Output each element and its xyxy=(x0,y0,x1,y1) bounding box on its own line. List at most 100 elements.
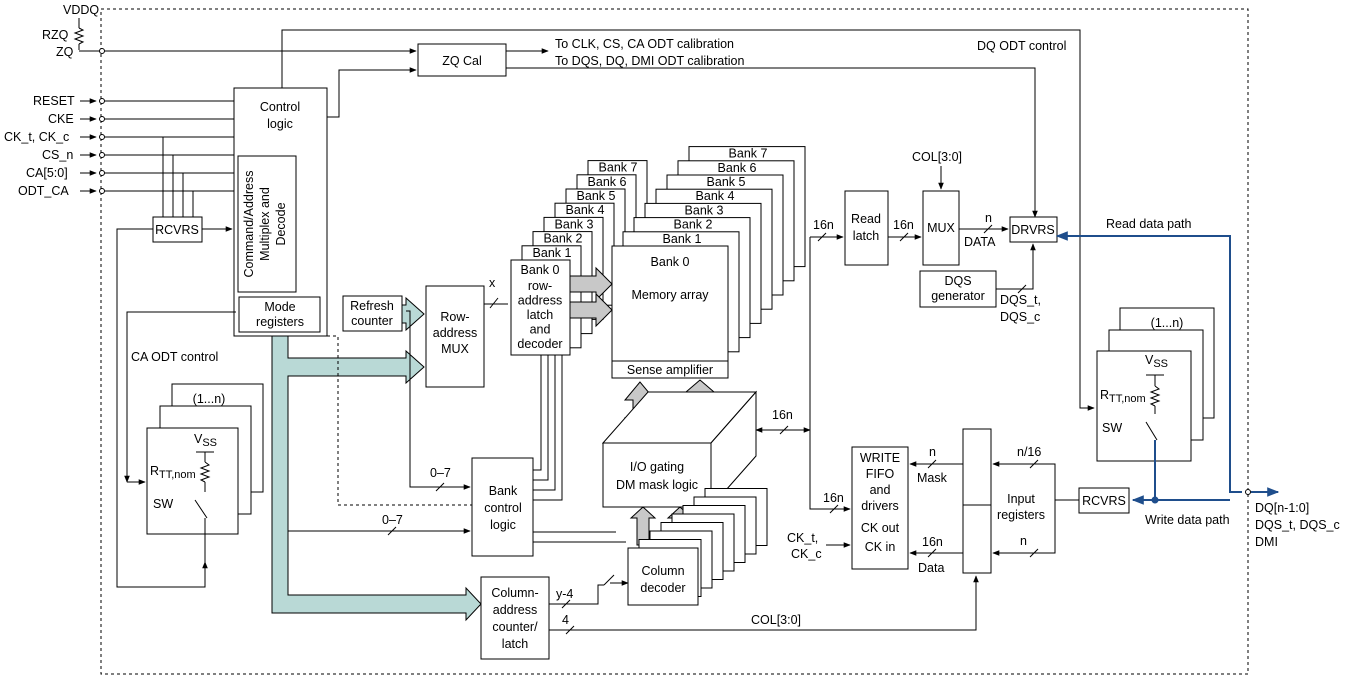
svg-text:Memory array: Memory array xyxy=(631,288,709,302)
bank-select-width-b: 0–7 xyxy=(382,513,403,527)
svg-text:ZQ: ZQ xyxy=(56,45,74,59)
svg-text:WRITE: WRITE xyxy=(860,451,900,465)
bank-select-width-a: 0–7 xyxy=(430,466,451,480)
svg-text:RCVRS: RCVRS xyxy=(155,223,199,237)
bank-control-logic-block: Bank control logic xyxy=(471,457,534,557)
row-bus-width-x: x xyxy=(489,276,496,290)
svg-text:DQ[n-1:0]: DQ[n-1:0] xyxy=(1255,501,1309,515)
command-address-decode-block: Command/Address Multiplex and Decode xyxy=(237,155,297,293)
svg-text:address: address xyxy=(433,326,477,340)
svg-text:VSS: VSS xyxy=(1145,353,1168,370)
input-width-n-over-16: n/16 xyxy=(1017,445,1041,459)
svg-text:SW: SW xyxy=(153,497,173,511)
memory-bank-label: Bank 5 xyxy=(707,175,746,189)
memory-bank-label: Bank 6 xyxy=(718,161,757,175)
svg-text:counter/: counter/ xyxy=(492,620,538,634)
svg-text:latch: latch xyxy=(527,308,553,322)
svg-text:CK_t, CK_c: CK_t, CK_c xyxy=(4,130,69,144)
svg-text:and: and xyxy=(870,483,891,497)
svg-text:latch: latch xyxy=(853,229,879,243)
dqs-generator-block: DQS generator xyxy=(919,270,997,308)
svg-text:Command/Address: Command/Address xyxy=(242,171,256,278)
svg-text:Refresh: Refresh xyxy=(350,299,394,313)
input-width-n: n xyxy=(1020,534,1027,548)
latch-to-array-arrows xyxy=(569,266,613,328)
col-bus-label-top: COL[3:0] xyxy=(912,150,962,164)
dqs-output-label-2: DQS_c xyxy=(1000,310,1040,324)
row-address-mux-block: Row- address MUX xyxy=(425,285,485,388)
data-lower-label: Data xyxy=(918,561,944,575)
mux-bus-width: 16n xyxy=(893,218,914,232)
pin-reset: RESET xyxy=(33,94,234,108)
bank-latch-label: Bank 4 xyxy=(566,203,605,217)
pin-odt-ca: ODT_CA xyxy=(18,184,234,198)
svg-text:SW: SW xyxy=(1102,421,1122,435)
svg-text:Multiplex and: Multiplex and xyxy=(258,187,272,261)
odt-calibration-dqs-label: To DQS, DQ, DMI ODT calibration xyxy=(555,54,744,68)
pin-zq: ZQ xyxy=(56,45,417,59)
ca-odt-stack: (1...n) VSS RTT,nom SW xyxy=(127,383,264,562)
svg-text:MUX: MUX xyxy=(927,221,955,235)
bank-latch-label: Bank 5 xyxy=(577,189,616,203)
fifo-bus-width: 16n xyxy=(823,491,844,505)
column-bus-width-y4: y-4 xyxy=(556,587,573,601)
memory-bank-label: Bank 2 xyxy=(674,218,713,232)
pin-cs: CS_n xyxy=(42,148,234,162)
svg-text:RTT,nom: RTT,nom xyxy=(1100,388,1146,405)
input-registers-block: Input registers xyxy=(962,428,1045,574)
col-bus-label-bottom: COL[3:0] xyxy=(751,613,801,627)
data-width-16n: 16n xyxy=(922,535,943,549)
svg-text:DRVRS: DRVRS xyxy=(1011,223,1055,237)
mask-width-n: n xyxy=(929,445,936,459)
svg-text:control: control xyxy=(484,501,522,515)
pin-dq: DQ[n-1:0] DQS_t, DQS_c DMI xyxy=(1245,487,1340,549)
svg-text:DQS_t, DQS_c: DQS_t, DQS_c xyxy=(1255,518,1340,532)
svg-text:drivers: drivers xyxy=(861,499,899,513)
svg-text:RCVRS: RCVRS xyxy=(1082,494,1126,508)
memory-bank-label: Bank 7 xyxy=(729,147,768,161)
write-data-path-label: Write data path xyxy=(1145,513,1230,527)
svg-text:MUX: MUX xyxy=(441,342,469,356)
svg-text:Read: Read xyxy=(851,212,881,226)
svg-text:DQS: DQS xyxy=(944,274,971,288)
svg-text:CA[5:0]: CA[5:0] xyxy=(26,166,68,180)
read-data-path-label: Read data path xyxy=(1106,217,1192,231)
svg-text:address: address xyxy=(518,294,562,308)
svg-text:Control: Control xyxy=(260,100,300,114)
svg-text:Column-: Column- xyxy=(491,586,538,600)
rcvrs-right-block: RCVRS xyxy=(1078,487,1130,514)
column-bus-width-4: 4 xyxy=(562,613,569,627)
read-latch-bus-width: 16n xyxy=(813,218,834,232)
svg-text:I/O gating: I/O gating xyxy=(630,460,684,474)
memory-bank-label: Bank 1 xyxy=(663,232,702,246)
zq-cal-block: ZQ Cal xyxy=(417,43,507,77)
svg-text:FIFO: FIFO xyxy=(866,467,895,481)
refresh-counter-block: Refresh counter xyxy=(342,295,403,332)
bank-latch-label: Bank 6 xyxy=(588,175,627,189)
svg-text:Bank 0: Bank 0 xyxy=(651,255,690,269)
svg-text:DMI: DMI xyxy=(1255,535,1278,549)
dq-odt-stack: (1...n) VSS RTT,nom SW xyxy=(1096,307,1215,504)
svg-text:Mode: Mode xyxy=(264,300,295,314)
bank-control-outputs xyxy=(533,355,626,543)
write-fifo-block: WRITE FIFO and drivers CK out CK in xyxy=(851,446,909,570)
pin-ck: CK_t, CK_c xyxy=(4,130,234,144)
svg-text:Bank: Bank xyxy=(489,484,518,498)
read-latch-block: Read latch xyxy=(844,190,889,266)
ca-odt-control-label: CA ODT control xyxy=(131,350,218,364)
svg-text:CKE: CKE xyxy=(48,112,74,126)
svg-text:row-: row- xyxy=(528,279,552,293)
svg-text:Decode: Decode xyxy=(274,202,288,245)
bank-latch-label: Bank 7 xyxy=(599,161,638,175)
data-label: DATA xyxy=(964,235,996,249)
memory-bank-label: Bank 4 xyxy=(696,189,735,203)
dq-odt-control-label: DQ ODT control xyxy=(977,39,1066,53)
memory-bank-label: Bank 3 xyxy=(685,203,724,217)
svg-text:VDDQ: VDDQ xyxy=(63,3,99,17)
svg-text:counter: counter xyxy=(351,314,393,328)
svg-text:CK out: CK out xyxy=(861,521,900,535)
